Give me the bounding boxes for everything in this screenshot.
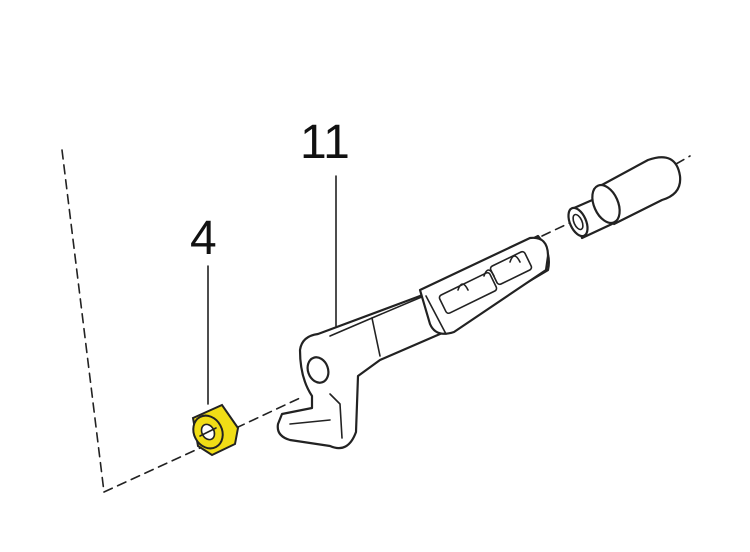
diagram-frame-corner — [61, 149, 201, 493]
lever-pivot-hole — [306, 356, 330, 384]
callout-4-label: 4 — [190, 212, 217, 265]
lever-fork — [329, 393, 343, 439]
nut-slot — [199, 427, 217, 437]
end-cap — [591, 156, 682, 226]
callout-11-label: 11 — [300, 116, 350, 169]
lever-arm-icon — [276, 156, 682, 450]
nut-icon — [191, 403, 240, 457]
